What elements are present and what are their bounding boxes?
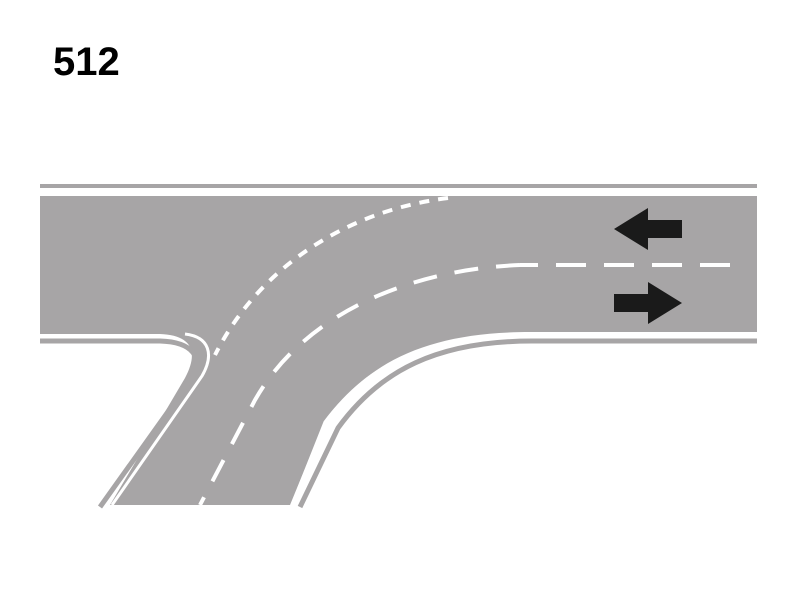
road-surface (40, 196, 757, 505)
road-edge-line-top (40, 184, 757, 188)
